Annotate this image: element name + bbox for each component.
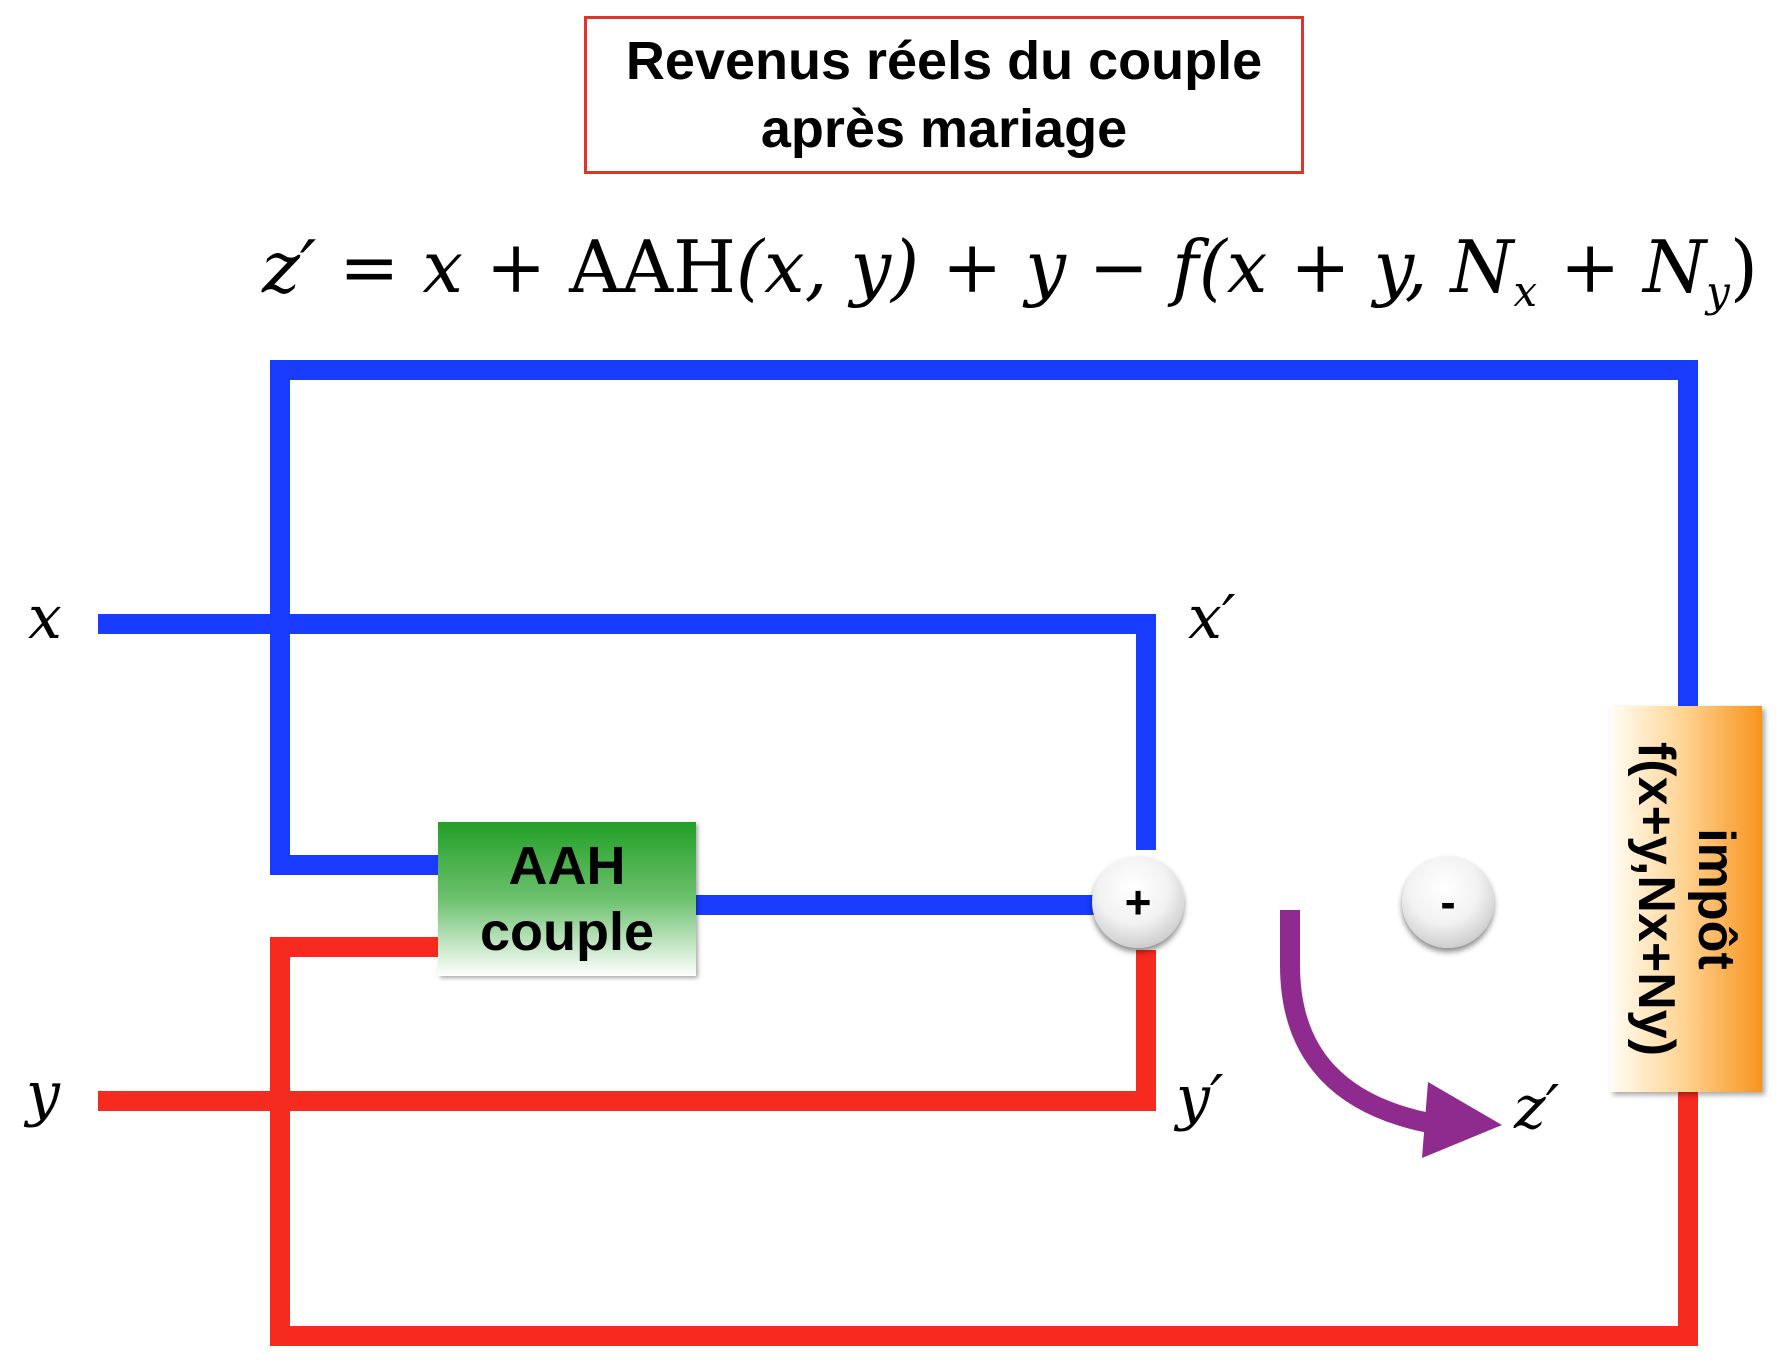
formula-f: f [1172,225,1199,309]
minus-sign: - [1440,876,1456,928]
minus-node: - [1402,856,1494,948]
output-y-prime-label: y′ [1176,1063,1224,1133]
formula-n2: N [1643,225,1707,309]
impot-block: impôt f(x+y,Nx+Ny) [1610,706,1762,1092]
impot-text: impôt f(x+y,Nx+Ny) [1626,706,1746,1092]
formula-y: y [1025,225,1066,309]
plus-sign: + [1124,876,1152,928]
formula-close: ) [1729,225,1758,309]
aah-couple-block: AAH couple [438,822,696,976]
aah-couple-label: couple [479,902,655,962]
title-box: Revenus réels du couple après mariage [584,16,1304,174]
plus-node: + [1092,856,1184,948]
z-output-arrow-path [1280,910,1442,1135]
formula-n1: N [1450,225,1514,309]
z-output-arrowhead [1422,1082,1502,1158]
formula: z′ = x + AAH(x, y) + y − f(x + y, Nx + N… [262,222,1758,316]
output-z-prime-label: z′ [1514,1073,1560,1143]
formula-plus-1: + [463,225,570,309]
formula-minus: − [1065,225,1173,309]
output-x-prime-label: x′ [1188,583,1236,653]
formula-sub-x: x [1513,267,1538,316]
y-outer-wire [270,937,1698,1346]
formula-open: (x + y, [1198,225,1451,309]
formula-args: (x, y) [735,225,920,309]
title-line-2: après mariage [760,99,1128,159]
formula-plus-3: + [1537,225,1644,309]
formula-aah: AAH [569,225,736,309]
aah-label: AAH [508,836,626,896]
x-input-wire [98,614,1156,850]
title-line-1: Revenus réels du couple [625,31,1263,91]
formula-plus-2: + [919,225,1026,309]
impot-label: impôt [1687,828,1745,970]
impot-formula-label: f(x+y,Nx+Ny) [1627,741,1685,1057]
input-y-label: y [26,1059,60,1129]
formula-sub-y: y [1706,267,1730,316]
formula-z: z′ [262,225,317,309]
input-x-label: x [28,583,62,653]
formula-eq: = [316,225,423,309]
formula-x: x [422,225,463,309]
y-input-wire [98,950,1156,1111]
